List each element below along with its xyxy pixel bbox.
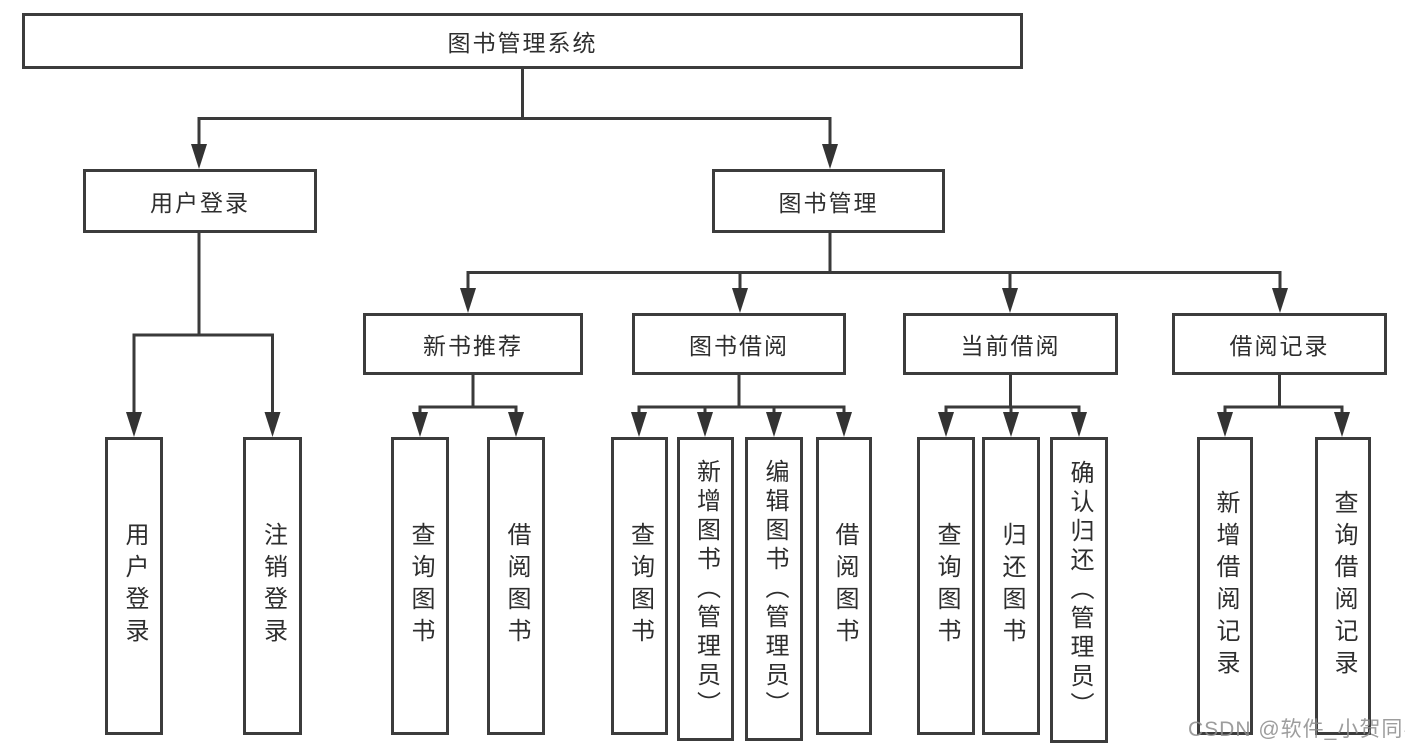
node-borrowing-query-books: 查询图书 [611,437,668,735]
node-user-login: 用户登录 [83,169,317,233]
node-logout: 注销登录 [243,437,302,735]
node-recommend-query-books: 查询图书 [391,437,449,735]
node-borrowing-edit-books-admin: 编辑图书（管理员） [745,437,803,741]
node-new-book-recommendation: 新书推荐 [363,313,583,375]
node-borrowing-records: 借阅记录 [1172,313,1387,375]
node-records-add-borrow-record: 新增借阅记录 [1197,437,1253,735]
node-borrowing-add-books-admin: 新增图书（管理员） [677,437,734,741]
node-current-return-books: 归还图书 [982,437,1040,735]
node-user-login-leaf: 用户登录 [105,437,163,735]
node-book-management: 图书管理 [712,169,945,233]
node-recommend-borrow-books: 借阅图书 [487,437,545,735]
node-current-confirm-return-admin: 确认归还（管理员） [1050,437,1108,743]
node-book-borrowing: 图书借阅 [632,313,846,375]
node-records-query-borrow-record: 查询借阅记录 [1315,437,1371,735]
node-borrowing-borrow-books: 借阅图书 [816,437,872,735]
node-current-query-books: 查询图书 [917,437,975,735]
node-current-borrowing: 当前借阅 [903,313,1118,375]
watermark-csdn: CSDN @软件_小贺同学 [1188,718,1405,741]
node-library-management-system: 图书管理系统 [22,13,1023,69]
